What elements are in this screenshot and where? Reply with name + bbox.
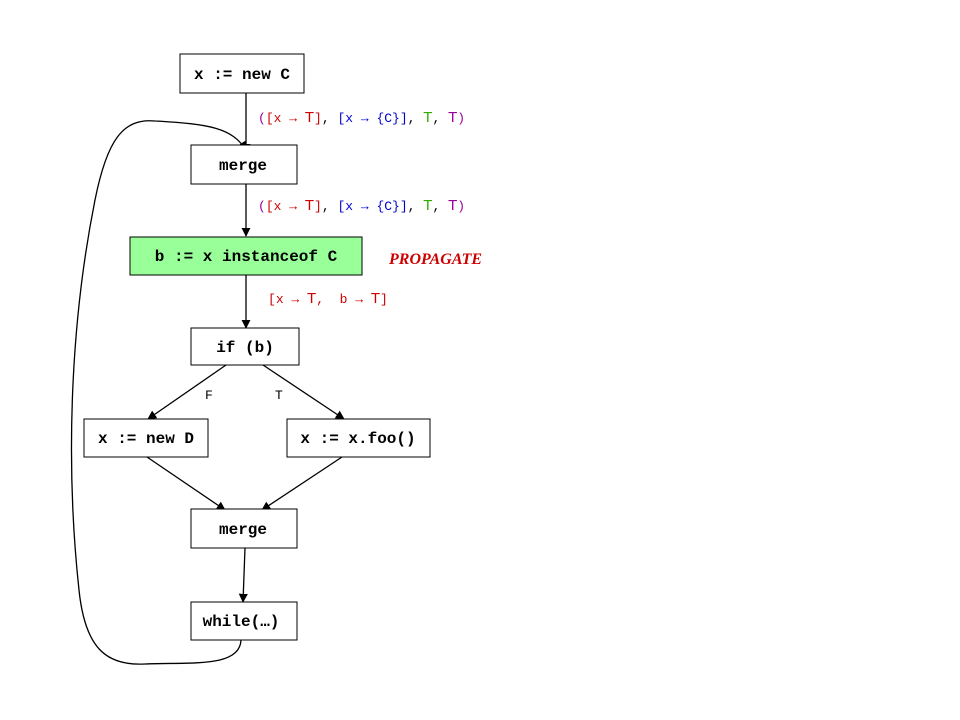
node-if-label: if (b) bbox=[216, 339, 274, 357]
edge-loop-back bbox=[70, 120, 247, 665]
node-new-d[interactable]: x := new D bbox=[83, 418, 209, 458]
edge-if-to-new-d bbox=[147, 364, 227, 420]
tuple-annotation-1: ([x → T], [x → {C}], T, T) bbox=[258, 109, 465, 126]
node-instanceof-label: b := x instanceof C bbox=[155, 248, 338, 266]
propagate-label: PROPAGATE bbox=[388, 251, 482, 268]
edges bbox=[70, 93, 345, 665]
node-while[interactable]: while(…) bbox=[190, 601, 298, 641]
result-annotation: [x → T, b → T] bbox=[268, 290, 388, 307]
node-merge-bottom[interactable]: merge bbox=[190, 508, 298, 549]
node-while-label: while(…) bbox=[203, 613, 280, 631]
tuple-annotation-2: ([x → T], [x → {C}], T, T) bbox=[258, 197, 465, 214]
node-new-d-label: x := new D bbox=[98, 430, 194, 448]
node-foo[interactable]: x := x.foo() bbox=[286, 418, 431, 458]
node-new-c-label: x := new C bbox=[194, 66, 290, 84]
node-merge-top-label: merge bbox=[219, 157, 267, 175]
node-merge-bottom-label: merge bbox=[219, 521, 267, 539]
node-instanceof[interactable]: b := x instanceof C bbox=[129, 236, 363, 276]
true-branch-label: T bbox=[275, 388, 283, 403]
node-if[interactable]: if (b) bbox=[190, 327, 300, 366]
edge-foo-to-merge bbox=[261, 456, 343, 511]
edge-merge-to-while bbox=[238, 547, 248, 603]
edge-if-to-foo bbox=[262, 364, 345, 420]
node-merge-top[interactable]: merge bbox=[190, 144, 298, 185]
node-new-c[interactable]: x := new C bbox=[179, 53, 305, 94]
false-branch-label: F bbox=[205, 388, 213, 403]
node-foo-label: x := x.foo() bbox=[300, 430, 415, 448]
edge-new-d-to-merge bbox=[146, 456, 226, 511]
